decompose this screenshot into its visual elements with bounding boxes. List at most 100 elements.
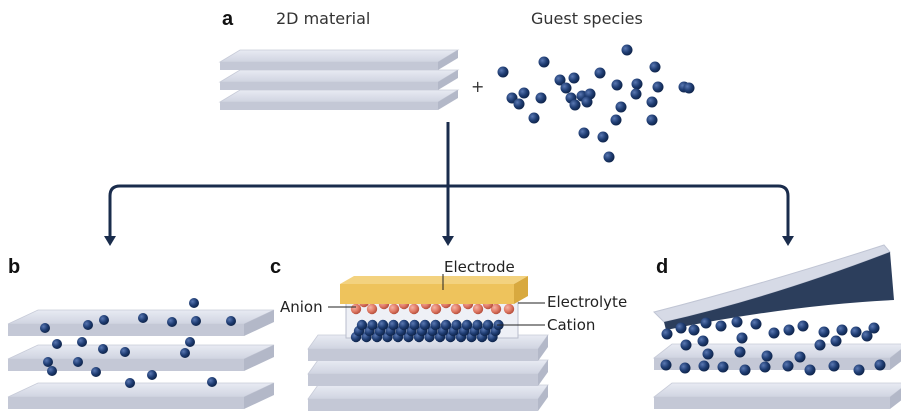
guest-particle [874,359,886,371]
title-2d-material: 2D material [276,9,370,28]
guest-particle [497,66,509,78]
arrowhead-d [782,236,794,246]
guest-particle [700,317,712,329]
sheet-top [218,69,460,83]
sheet-top [7,344,275,360]
sheet-side [890,349,901,370]
guest-particle [698,360,710,372]
cation-particle [482,319,494,331]
sheet-side [538,385,548,411]
guest-particle [660,359,672,371]
sheet-side [890,388,901,409]
guest-particle [538,56,550,68]
sheet-front [220,62,438,70]
title-guest-species: Guest species [531,9,643,28]
guest-particle [630,88,642,100]
guest-particle [761,350,773,362]
guest-particle [782,360,794,372]
material-stack-c [307,334,549,411]
label-anion: Anion [280,298,323,316]
panel-letter-b: b [8,256,20,278]
label-electrolyte: Electrolyte [547,293,627,311]
guest-particle [828,360,840,372]
intercalated-guests-b [40,298,236,388]
material-stack-d [652,244,901,409]
guest-particle [868,322,880,334]
panel-letter-c: c [270,256,281,278]
electrode-side [514,276,528,304]
guest-particle [581,96,593,108]
sheet-front [308,374,538,386]
guest-particle [679,362,691,374]
sheet-front [308,399,538,411]
sheet-top [218,89,460,103]
sheet-side [538,360,548,386]
guest-particle [715,320,727,332]
anion-particle [430,303,442,315]
anion-particle [472,303,484,315]
cation-particle [440,319,452,331]
guest-particle [180,348,190,358]
anion-particle [408,303,420,315]
sheet-side [438,70,458,90]
sheet-front [220,82,438,90]
guest-particle [836,324,848,336]
guest-particle [739,364,751,376]
guest-particle [702,348,714,360]
electrode-top [340,276,528,284]
guest-particle [861,330,873,342]
cation-particle [451,319,462,331]
guest-particle [569,99,581,111]
guest-particle [185,337,195,347]
sheet-layer [652,382,901,409]
sheet-layer [7,344,275,371]
sheet-front [8,397,244,409]
cation-particle [367,319,378,331]
sheet-layer [218,49,460,70]
sheet-top [218,49,460,63]
guest-particle [680,339,692,351]
guest-particle [603,151,615,163]
guest-particle [734,346,746,358]
guest-particle [814,339,826,351]
guest-particle [554,74,566,86]
guest-particle [615,101,627,113]
label-cation: Cation [547,316,595,334]
guest-particle [804,364,816,376]
guest-particle [759,361,771,373]
plus-sign: + [471,77,484,96]
cation-particle [409,319,420,331]
guest-particle [853,364,865,376]
guest-particle [610,114,622,126]
guest-particle [750,318,762,330]
sheet-layer [218,69,460,90]
anion-particle [450,303,462,315]
guest-particle [47,366,57,376]
guest-particle [646,96,658,108]
cation-particle [419,319,431,331]
peeling-sheet-underside [664,252,894,330]
sheet-front [308,349,538,361]
guest-particle [818,326,830,338]
guest-particle [697,335,709,347]
guest-particle [688,324,700,336]
sheet-top [307,384,549,400]
guest-particle [597,131,609,143]
guest-particle [189,298,199,308]
sheet-top [7,382,275,398]
guest-particle [652,81,664,93]
arrowhead-c [442,236,454,246]
guest-particle [226,316,236,326]
guest-particle [40,323,50,333]
guest-particle [683,82,695,94]
guest-particle [675,322,687,334]
guest-particle [768,327,780,339]
guest-particle [99,315,109,325]
electrode-front [340,284,514,304]
guest-particle [73,357,83,367]
guest-particle [560,82,572,94]
guest-particle [783,324,795,336]
guest-particle [77,337,87,347]
arrow-bar [108,184,790,238]
